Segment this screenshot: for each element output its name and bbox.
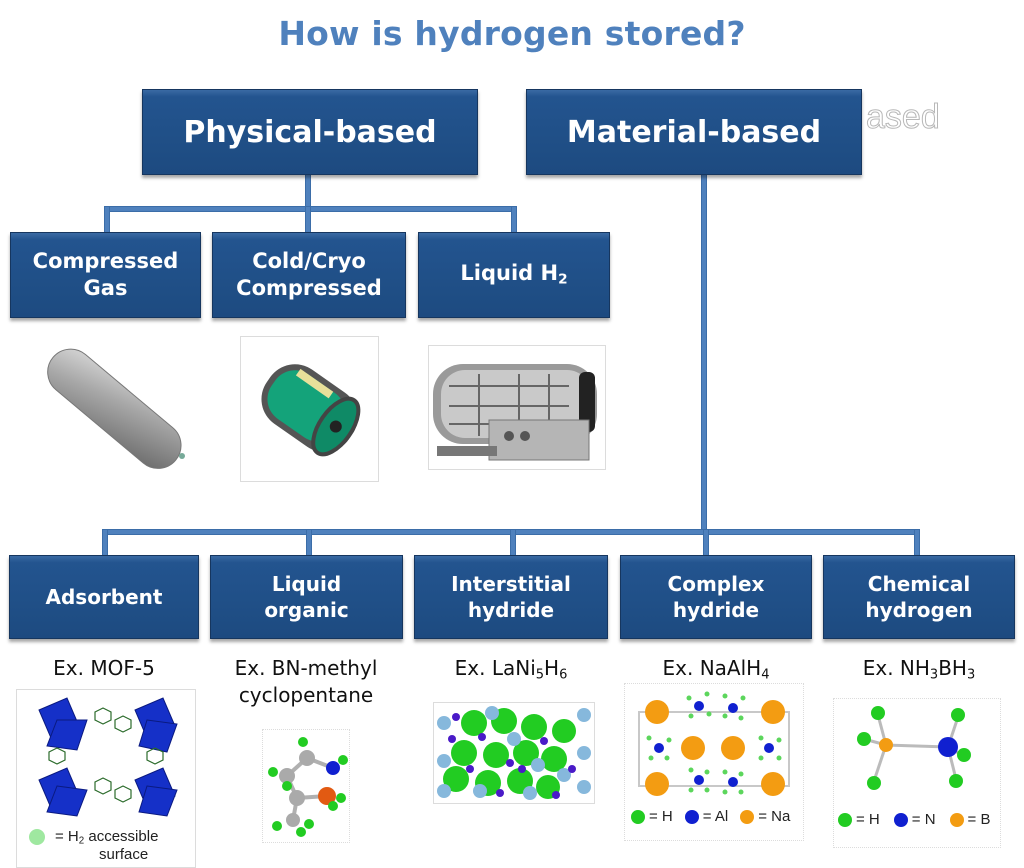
node-physical-based: Physical-based (142, 89, 478, 175)
cryo-tank-cutaway-icon (261, 364, 361, 457)
naalh4-crystal-icon (638, 691, 790, 796)
nh3bh3-molecule-icon (857, 706, 971, 790)
aluminum-dot-icon (684, 809, 699, 824)
node-complex-hydride: Complex hydride (620, 555, 812, 639)
example-line2: cyclopentane (238, 683, 374, 707)
connector-complex-drop (703, 529, 709, 557)
node-label-line1: Chemical (867, 572, 971, 596)
hydrogen-dot-icon (631, 809, 645, 824)
cryo-compressed-image (240, 336, 379, 482)
sodium-dot-icon (740, 809, 755, 824)
mof5-legend: = H2 accessible surface (29, 828, 158, 863)
mof5-image: = H2 accessible surface (16, 689, 196, 868)
example-bn-methyl-cyclopentane: Ex. BN-methyl cyclopentane (206, 655, 406, 709)
legend-text-line2: surface (99, 846, 149, 864)
node-label-line1: Liquid (271, 572, 342, 596)
gas-cylinder-icon (47, 348, 185, 469)
node-label-line1: Interstitial (451, 572, 571, 596)
legend-text: = H2 accessible (55, 828, 159, 847)
legend-n: = N (911, 811, 936, 828)
nh3bh3-legend: = H = N = B (838, 811, 990, 828)
lani5h6-lattice-icon (437, 706, 591, 800)
node-label-line2: Compressed (236, 276, 382, 300)
nitrogen-dot-icon (893, 812, 908, 827)
example-mof5: Ex. MOF-5 (53, 656, 155, 680)
legend-na: = Na (758, 808, 791, 825)
node-label-line2: hydride (672, 598, 760, 622)
node-chemical-hydrogen: Chemical hydrogen (823, 555, 1015, 639)
h2-surface-dot-icon (29, 829, 45, 846)
example-lani5h6: Ex. LaNi5H6 (454, 656, 568, 683)
node-label-line1: Complex (667, 572, 765, 596)
node-cold-cryo-compressed: Cold/Cryo Compressed (212, 232, 406, 318)
lani5h6-image (433, 702, 595, 804)
node-label: Adsorbent (45, 585, 163, 609)
node-label-line2: Gas (83, 276, 128, 300)
example-line1: Ex. BN-methyl (234, 656, 378, 680)
node-material-based: Material-based (526, 89, 862, 175)
boron-dot-icon (949, 812, 964, 827)
connector-adsorbent-drop (102, 529, 108, 557)
naalh4-image: = H = Al = Na (624, 683, 804, 841)
node-label: Material-based (566, 114, 822, 150)
ghost-overlap-text: ased (866, 98, 941, 137)
node-label-line2: hydrogen (865, 598, 973, 622)
connector-liquid-organic-drop (306, 529, 312, 557)
bn-molecule-image (262, 729, 350, 843)
naalh4-legend: = H = Al = Na (631, 808, 790, 825)
gas-cylinder-image (30, 338, 200, 478)
node-label-line1: Cold/Cryo (252, 248, 366, 273)
mof5-structure-icon (38, 697, 178, 817)
node-label-line2: hydride (467, 598, 555, 622)
node-label-line2: organic (264, 598, 349, 622)
node-interstitial-hydride: Interstitial hydride (414, 555, 608, 639)
bn-methyl-cyclopentane-icon (268, 737, 348, 837)
nh3bh3-image: = H = N = B (833, 698, 1001, 848)
liquid-hydrogen-tank-icon (433, 364, 597, 461)
node-label: Physical-based (183, 114, 437, 150)
legend-al: = Al (702, 808, 729, 825)
legend-b: = B (967, 811, 991, 828)
node-label: Liquid H2 (460, 261, 568, 288)
legend-h: = H (649, 808, 673, 825)
example-naalh4: Ex. NaAlH4 (662, 656, 770, 683)
legend-h: = H (856, 811, 880, 828)
connector-interstitial-drop (510, 529, 516, 557)
hydrogen-dot-icon (838, 812, 852, 827)
diagram-title: How is hydrogen stored? (278, 14, 746, 53)
node-liquid-h2: Liquid H2 (418, 232, 610, 318)
example-nh3bh3: Ex. NH3BH3 (862, 656, 976, 683)
connector-material-stem (701, 173, 707, 533)
node-compressed-gas: Compressed Gas (10, 232, 201, 318)
node-adsorbent: Adsorbent (9, 555, 199, 639)
node-label-line1: Compressed (32, 248, 179, 273)
connector-chemical-drop (914, 529, 920, 557)
liquid-h2-tank-image (428, 345, 606, 470)
node-liquid-organic: Liquid organic (210, 555, 403, 639)
